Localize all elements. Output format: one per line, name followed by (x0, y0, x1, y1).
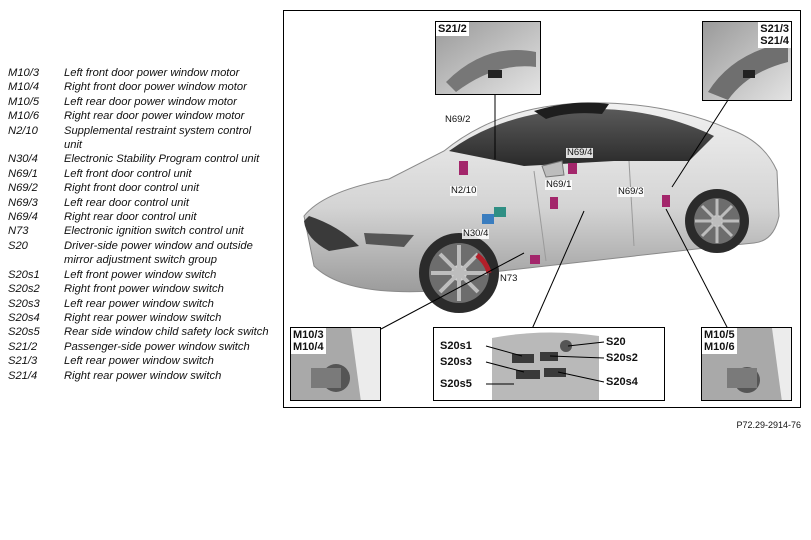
legend-code: N73 (8, 225, 29, 238)
car-illustration (303, 68, 780, 330)
inset-m10-3-4-labels: M10/3 M10/4 (291, 328, 326, 354)
legend-code: N69/2 (8, 182, 38, 195)
legend-row: S20 Driver-side power window and outside … (8, 239, 270, 268)
callout-n2-10: N2/10 (450, 185, 478, 196)
legend-description: Left rear power window switch (64, 297, 214, 310)
legend-description: Left front door power window motor (64, 67, 240, 79)
legend-row: S20s4 Right rear power window switch (8, 311, 270, 325)
legend-description: Passenger-side power window switch (64, 340, 250, 353)
grille-shape (304, 216, 359, 251)
legend-code: M10/3 (8, 67, 40, 79)
legend-code: N30/4 (8, 153, 38, 166)
legend-code: S20s2 (8, 283, 40, 296)
legend-code: S20s4 (8, 311, 40, 324)
legend-description: Left rear door control unit (64, 196, 189, 209)
legend-row: N69/1 Left front door control unit (8, 167, 270, 181)
inset-m10-6-label: M10/6 (704, 341, 735, 353)
legend-row: N2/10 Supplemental restraint system contr… (8, 124, 270, 153)
legend-description: Right rear power window switch (64, 369, 222, 382)
legend-description: Right rear door control unit (64, 211, 197, 224)
inset-m10-4-label: M10/4 (293, 341, 324, 353)
legend-code: S21/3 (8, 355, 38, 368)
s20-label: S20 (606, 336, 626, 348)
headlight-shape (364, 233, 414, 247)
figure-reference: P72.29-2914-76 (736, 420, 801, 430)
legend-code: S20s1 (8, 268, 40, 281)
s20s4-label: S20s4 (606, 376, 638, 388)
legend-code: S20s5 (8, 326, 40, 339)
legend-row: M10/3 Left front door power window motor (8, 66, 270, 80)
rear-wheel-shape (685, 189, 749, 253)
legend-row: M10/6 Right rear door power window motor (8, 109, 270, 123)
legend-row: N30/4 Electronic Stability Program contro… (8, 152, 270, 166)
inset-m10-3-label: M10/3 (293, 329, 324, 341)
legend-description: Electronic Stability Program control uni… (64, 153, 260, 166)
legend-description: Right rear power window switch (64, 311, 222, 324)
legend-code: S21/4 (8, 369, 38, 382)
inset-m10-5-6-labels: M10/5 M10/6 (702, 328, 737, 354)
legend-row: S20s3 Left rear power window switch (8, 297, 270, 311)
legend-row: M10/4 Right front door power window motor (8, 80, 270, 94)
component-markers (459, 161, 670, 264)
callout-n73: N73 (499, 273, 519, 284)
callout-n69-4: N69/4 (566, 147, 594, 158)
vehicle-figure: S21/2 S21/3 S21/4 M10/3 M10/4 M10/5 M10/… (283, 10, 801, 408)
legend-row: S20s2 Right front power window switch (8, 282, 270, 296)
inset-s20-switch-group: S20s1 S20 S20s3 S20s2 S20s5 S20s4 (433, 327, 665, 401)
legend-code: N69/4 (8, 211, 38, 224)
legend-description: Supplemental restraint system control un… (64, 124, 252, 152)
legend-description: Right front door control unit (64, 182, 199, 195)
s20s2-label: S20s2 (606, 352, 638, 364)
legend-description: Rear side window child safety lock switc… (64, 326, 269, 339)
legend-description: Right front power window switch (64, 283, 224, 296)
inset-s21-3-4-labels: S21/3 S21/4 (758, 22, 791, 48)
legend-row: S21/2 Passenger-side power window switch (8, 340, 270, 354)
inset-s21-4-label: S21/4 (760, 35, 789, 47)
legend-description: Electronic ignition switch control unit (64, 225, 244, 238)
legend-code: S20s3 (8, 297, 40, 310)
legend-row: S20s5 Rear side window child safety lock … (8, 325, 270, 339)
legend-code: N69/3 (8, 196, 38, 209)
legend-row: S21/4 Right rear power window switch (8, 369, 270, 383)
legend-description: Left rear door power window motor (64, 95, 237, 108)
callout-n30-4: N30/4 (462, 228, 490, 239)
legend-description: Driver-side power window and outside mir… (64, 239, 253, 267)
inset-m10-5-label: M10/5 (704, 329, 735, 341)
inset-s21-3-4: S21/3 S21/4 (702, 21, 792, 101)
legend-row: S20s1 Left front power window switch (8, 268, 270, 282)
legend-description: Left front door control unit (64, 167, 192, 180)
inset-m10-3-4: M10/3 M10/4 (290, 327, 381, 401)
legend-description: Left front power window switch (64, 268, 217, 281)
legend-code: N69/1 (8, 167, 38, 180)
legend-row: N69/3 Left rear door control unit (8, 196, 270, 210)
car-glass-shape (449, 108, 714, 166)
inset-s21-2-label: S21/2 (436, 22, 469, 36)
callout-n69-1: N69/1 (545, 179, 573, 190)
legend-code: M10/4 (8, 81, 40, 94)
inset-m10-5-6: M10/5 M10/6 (701, 327, 792, 401)
s20s1-label: S20s1 (440, 340, 472, 352)
inset-s21-2: S21/2 (435, 21, 541, 95)
s20s5-label: S20s5 (440, 378, 472, 390)
legend-description: Right front door power window motor (64, 81, 247, 94)
legend-description: Right rear door power window motor (64, 110, 245, 123)
legend-code: S21/2 (8, 340, 38, 353)
legend-code: M10/5 (8, 95, 40, 108)
callout-n69-2: N69/2 (444, 114, 472, 125)
sunroof-shape (534, 102, 609, 119)
legend-code: M10/6 (8, 110, 40, 123)
legend-row: S21/3 Left rear power window switch (8, 354, 270, 368)
legend-row: N73 Electronic ignition switch control un… (8, 224, 270, 238)
legend-row: N69/2 Right front door control unit (8, 181, 270, 195)
legend-row: M10/5 Left rear door power window motor (8, 95, 270, 109)
s20s3-label: S20s3 (440, 356, 472, 368)
inset-s21-3-label: S21/3 (760, 23, 789, 35)
legend-description: Left rear power window switch (64, 355, 214, 368)
legend-row: N69/4 Right rear door control unit (8, 210, 270, 224)
callout-n69-3: N69/3 (617, 186, 645, 197)
legend-code: N2/10 (8, 124, 38, 137)
legend-code: S20 (8, 239, 28, 252)
